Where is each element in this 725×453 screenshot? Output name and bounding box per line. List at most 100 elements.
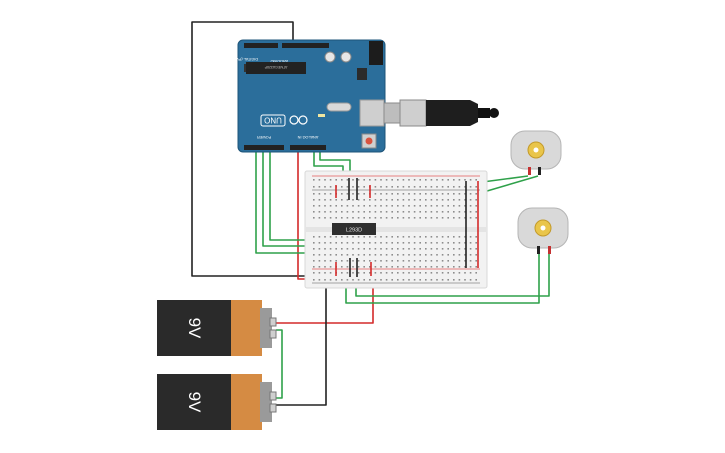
breadboard-hole xyxy=(324,205,326,207)
breadboard-hole xyxy=(363,260,365,262)
breadboard-hole xyxy=(441,236,444,238)
breadboard-hole xyxy=(408,193,410,195)
breadboard-hole xyxy=(335,211,337,213)
breadboard-hole xyxy=(436,236,438,238)
breadboard-hole xyxy=(441,254,444,256)
breadboard-hole xyxy=(436,266,438,268)
breadboard-hole xyxy=(363,217,365,219)
battery-2-terminal-neg[interactable] xyxy=(269,403,277,413)
digital-header-2[interactable] xyxy=(282,43,329,48)
dc-power-jack[interactable] xyxy=(369,41,383,65)
breadboard-hole xyxy=(464,193,466,195)
breadboard-hole xyxy=(380,217,382,219)
breadboard-hole xyxy=(341,193,343,195)
breadboard-hole xyxy=(324,266,326,268)
breadboard-hole xyxy=(419,179,421,181)
breadboard-hole xyxy=(402,254,405,256)
breadboard-hole xyxy=(419,260,421,262)
breadboard-hole xyxy=(391,217,393,219)
battery-2-copper xyxy=(231,374,262,430)
breadboard-hole xyxy=(408,279,410,281)
wire-black-battery[interactable] xyxy=(276,282,327,406)
reset-button-cap[interactable] xyxy=(365,137,373,145)
breadboard-hole xyxy=(363,193,365,195)
motor-2-terminal-a[interactable] xyxy=(537,246,540,254)
breadboard-hole xyxy=(419,254,421,256)
breadboard-hole xyxy=(441,186,444,188)
breadboard-hole xyxy=(352,193,354,195)
breadboard-hole xyxy=(380,248,382,250)
breadboard-hole xyxy=(402,205,405,207)
motor-1-terminal-a[interactable] xyxy=(528,167,531,175)
breadboard-hole xyxy=(380,266,382,268)
breadboard-hole xyxy=(374,186,377,188)
breadboard-hole xyxy=(436,260,438,262)
breadboard-hole xyxy=(374,260,377,262)
dc-motor-2[interactable] xyxy=(517,207,569,254)
breadboard: L293D xyxy=(304,170,488,289)
breadboard-hole xyxy=(419,279,421,281)
breadboard-hole xyxy=(357,211,360,213)
l293d-chip[interactable]: L293D xyxy=(332,223,376,235)
breadboard-hole xyxy=(335,205,337,207)
breadboard-hole xyxy=(447,260,449,262)
motor-2-terminal-b[interactable] xyxy=(548,246,551,254)
breadboard-hole xyxy=(436,199,438,201)
breadboard-hole xyxy=(391,242,393,244)
breadboard-hole xyxy=(318,179,321,181)
usb-port[interactable] xyxy=(359,99,385,127)
battery-2-terminal-pos[interactable] xyxy=(269,391,277,401)
breadboard-hole xyxy=(453,242,455,244)
breadboard-hole xyxy=(369,217,371,219)
arduino-uno[interactable]: DIGITAL (PWM~) ARDUINO ATMEGA328P UNO PO… xyxy=(228,39,386,153)
breadboard-hole xyxy=(402,248,405,250)
digital-header[interactable] xyxy=(244,43,278,48)
breadboard-hole xyxy=(318,236,321,238)
dc-motor-1[interactable] xyxy=(510,130,562,175)
power-header[interactable] xyxy=(244,145,284,150)
breadboard-hole xyxy=(341,272,343,274)
breadboard-hole xyxy=(352,217,354,219)
breadboard-hole xyxy=(425,217,427,219)
breadboard-hole xyxy=(425,248,427,250)
breadboard-hole xyxy=(458,217,461,219)
breadboard-hole xyxy=(464,254,466,256)
breadboard-hole xyxy=(391,279,393,281)
breadboard-hole xyxy=(436,248,438,250)
breadboard-hole xyxy=(324,217,326,219)
breadboard-hole xyxy=(419,205,421,207)
breadboard-hole xyxy=(458,279,461,281)
battery-1-terminal-pos[interactable] xyxy=(269,317,277,327)
battery-9v-2[interactable]: 9V xyxy=(157,374,277,430)
analog-header[interactable] xyxy=(290,145,326,150)
breadboard-hole xyxy=(374,272,377,274)
breadboard-hole xyxy=(397,186,399,188)
uno-logo-text: UNO xyxy=(264,116,282,125)
breadboard-hole xyxy=(397,279,399,281)
breadboard-hole xyxy=(402,186,405,188)
breadboard-hole xyxy=(413,179,416,181)
breadboard-hole xyxy=(374,199,377,201)
breadboard-hole xyxy=(391,179,393,181)
breadboard-hole xyxy=(464,260,466,262)
battery-9v-1[interactable]: 9V xyxy=(157,300,277,356)
breadboard-hole xyxy=(313,205,315,207)
battery-1-terminal-neg[interactable] xyxy=(269,329,277,339)
usb-cable[interactable] xyxy=(383,99,499,127)
breadboard-hole xyxy=(391,254,393,256)
breadboard-hole xyxy=(329,272,332,274)
breadboard-hole xyxy=(430,217,433,219)
breadboard-hole xyxy=(430,248,433,250)
breadboard-hole xyxy=(324,272,326,274)
breadboard-hole xyxy=(363,242,365,244)
wire-green-battery-series[interactable] xyxy=(276,329,283,399)
breadboard-hole xyxy=(335,254,337,256)
breadboard-hole xyxy=(385,199,388,201)
breadboard-hole xyxy=(335,199,337,201)
breadboard-hole xyxy=(475,266,477,268)
motor-1-terminal-b[interactable] xyxy=(538,167,541,175)
breadboard-hole xyxy=(346,211,349,213)
breadboard-hole xyxy=(408,272,410,274)
breadboard-hole xyxy=(374,211,377,213)
battery-1-body xyxy=(157,300,232,356)
